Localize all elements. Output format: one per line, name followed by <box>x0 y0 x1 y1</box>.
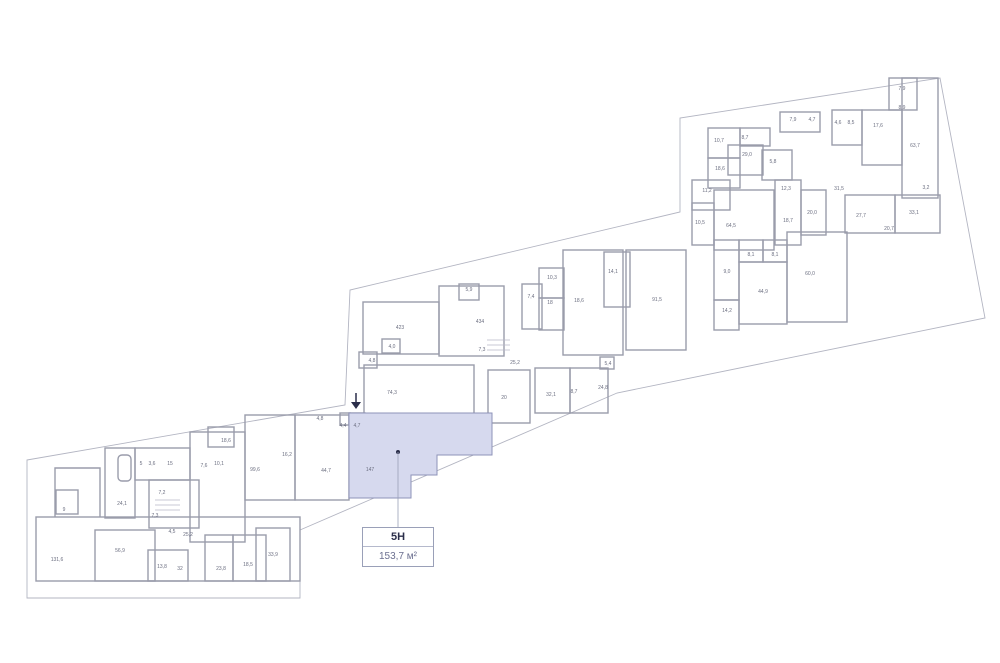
room-label: 74,3 <box>387 390 397 396</box>
room-label: 18,6 <box>221 438 231 444</box>
room-label: 18,6 <box>574 298 584 304</box>
room-label: 24,1 <box>117 501 127 507</box>
room-label: 33,1 <box>909 210 919 216</box>
room-label: 7,3 <box>479 347 486 353</box>
room-label: 7,9 <box>790 117 797 123</box>
room-label: 10,5 <box>695 220 705 226</box>
room-label: 147 <box>366 467 375 473</box>
room-label: 25,2 <box>183 532 193 538</box>
room-label: 14,1 <box>608 269 618 275</box>
room-label: 18,6 <box>715 166 725 172</box>
room-label: 56,9 <box>115 548 125 554</box>
room-label: 27,7 <box>856 213 866 219</box>
room-label: 10,7 <box>714 138 724 144</box>
room-label: 20,7 <box>884 226 894 232</box>
room-label: 3,2 <box>923 185 930 191</box>
room-label: 7,4 <box>528 294 535 300</box>
room-label: 5,4 <box>605 361 612 367</box>
room-label: 23,8 <box>216 566 226 572</box>
room-label: 4,0 <box>389 344 396 350</box>
room-label: 24,8 <box>598 385 608 391</box>
room-label: 8,5 <box>848 120 855 126</box>
central-block <box>339 249 687 426</box>
room-label: 8,9 <box>899 105 906 111</box>
room-label: 17,6 <box>873 123 883 129</box>
selected-unit-area[interactable] <box>348 412 493 499</box>
room-label: 7,3 <box>152 513 159 519</box>
room-label: 15 <box>167 461 173 467</box>
room-label: 10,1 <box>214 461 224 467</box>
room-label: 44,9 <box>758 289 768 295</box>
room-label: 63,7 <box>910 143 920 149</box>
room-label: 131,6 <box>51 557 64 563</box>
room-label: 423 <box>396 325 405 331</box>
room-label: 4,8 <box>369 358 376 364</box>
room-label: 7,9 <box>899 86 906 92</box>
room-label: 20,0 <box>807 210 817 216</box>
room-label: 16,2 <box>282 452 292 458</box>
room-label: 7,6 <box>201 463 208 469</box>
room-label: 9 <box>63 507 66 513</box>
room-label: 44,7 <box>321 468 331 474</box>
room-labels: 5 3,6 15 7,6 10,1 18,6 99,6 16,2 44,7 4,… <box>51 86 930 572</box>
room-label: 10,3 <box>547 275 557 281</box>
room-label: 18 <box>547 300 553 306</box>
site-boundary <box>26 77 986 599</box>
room-label: 4,7 <box>809 117 816 123</box>
room-label: 29,0 <box>742 152 752 158</box>
unit-area: 153,7 м² <box>378 551 417 562</box>
room-label: 8,1 <box>772 252 779 258</box>
room-label: 11,2 <box>702 188 712 194</box>
room-label: 25,2 <box>510 360 520 366</box>
room-label: 4,6 <box>835 120 842 126</box>
room-label: 4,5 <box>169 529 176 535</box>
room-label: 8,7 <box>571 389 578 395</box>
room-label: 12,3 <box>781 186 791 192</box>
room-label: 8,1 <box>748 252 755 258</box>
room-label: 64,5 <box>726 223 736 229</box>
room-label: 32 <box>177 566 183 572</box>
room-label: 4,4 <box>340 423 347 429</box>
unit-number: 5Н <box>363 528 433 547</box>
room-label: 434 <box>476 319 485 325</box>
room-label: 5 <box>140 461 143 467</box>
room-label: 13,8 <box>157 564 167 570</box>
room-label: 4,8 <box>317 416 324 422</box>
car-icon <box>117 454 132 482</box>
room-label: 20 <box>501 395 507 401</box>
room-label: 9,0 <box>724 269 731 275</box>
unit-info-card[interactable]: 5Н 153,7 м² <box>362 527 434 567</box>
room-label: 33,9 <box>268 552 278 558</box>
room-label: 8,7 <box>742 135 749 141</box>
room-label: 91,5 <box>652 297 662 303</box>
room-label: 60,0 <box>805 271 815 277</box>
room-label: 31,5 <box>834 186 844 192</box>
room-label: 32,1 <box>546 392 556 398</box>
room-label: 18,5 <box>243 562 253 568</box>
room-label: 3,6 <box>149 461 156 467</box>
room-label: 4,7 <box>354 423 361 429</box>
room-label: 14,2 <box>722 308 732 314</box>
room-label: 18,7 <box>783 218 793 224</box>
room-label: 99,6 <box>250 467 260 473</box>
west-block <box>35 414 350 582</box>
room-label: 7,2 <box>159 490 166 496</box>
room-label: 5,9 <box>466 287 473 293</box>
room-label: 5,8 <box>770 159 777 165</box>
entrance-arrow-icon <box>351 393 361 409</box>
east-block <box>691 77 941 331</box>
